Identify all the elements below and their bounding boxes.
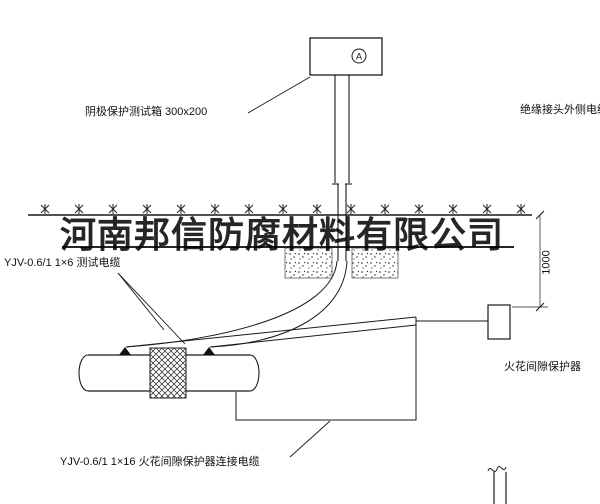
- test-box-label: 阴极保护测试箱 300x200: [85, 106, 208, 118]
- spark-gap-upper-cables: [125, 316, 488, 421]
- concrete-block-left: [284, 247, 333, 279]
- insulating-joint: [149, 347, 187, 399]
- watermark-underline: [62, 246, 514, 248]
- spark-gap-lower-cable: [235, 325, 417, 421]
- watermark-text: 河南邦信防腐材料有限公司: [60, 215, 505, 255]
- concrete-block-right: [351, 247, 399, 279]
- pipe-break-symbol: [487, 465, 507, 504]
- test-box: A: [309, 37, 383, 76]
- dimension-line: [512, 210, 548, 312]
- test-cable-label: YJV-0.6/1 1×6 测试电缆: [4, 257, 121, 269]
- dimension-text: 1000: [540, 250, 553, 275]
- pipe-right-cap: [249, 354, 260, 392]
- outer-cable-label: 绝缘接头外侧电缆: [520, 104, 600, 116]
- terminal-circle: [351, 48, 367, 64]
- spark-gap-label: 火花间隙保护器: [504, 361, 581, 373]
- test-cable-leader-2: [117, 272, 186, 345]
- label-leaders: [117, 272, 331, 458]
- bottom-label-leader: [289, 420, 331, 458]
- cable-clamp-right: [203, 347, 215, 355]
- test-box-leader-line: [247, 76, 311, 114]
- pipe-left-cap: [78, 354, 89, 392]
- spark-gap-cable-upper-right: [209, 324, 417, 348]
- conduit: [332, 75, 352, 261]
- bottom-cable-label: YJV-0.6/1 1×16 火花间隙保护器连接电缆: [60, 456, 260, 468]
- test-cable-leader-1: [117, 272, 165, 331]
- terminal-letter: A: [356, 52, 362, 62]
- spark-gap-protector-box: [487, 304, 511, 340]
- dimension-tick-bottom: [535, 302, 545, 312]
- cable-clamp-left: [119, 347, 131, 355]
- dimension-tick-top: [535, 210, 545, 220]
- spark-gap-cable-upper-left: [125, 316, 417, 348]
